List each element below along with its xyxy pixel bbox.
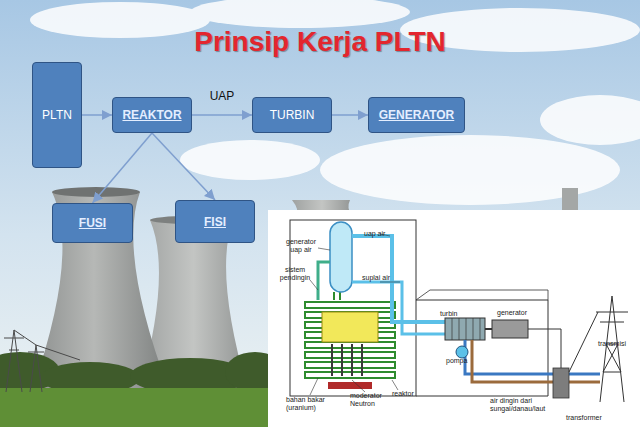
part-label: reaktor xyxy=(392,390,424,398)
box-label: PLTN xyxy=(42,108,72,122)
part-label: bahan bakar (uranium) xyxy=(286,396,330,412)
flow-arrow xyxy=(82,114,112,116)
process-box: FUSI xyxy=(52,203,133,243)
flow-arrow xyxy=(152,133,215,200)
flow-arrow xyxy=(93,133,153,203)
trees xyxy=(0,352,285,394)
part-label: transmisi xyxy=(598,340,638,348)
box-label: FUSI xyxy=(79,216,106,230)
part-label: pompa xyxy=(446,357,476,365)
part-label: suplai air xyxy=(362,274,400,282)
part-label: turbin xyxy=(440,310,470,318)
edge-label: UAP xyxy=(210,89,235,103)
box-label: REAKTOR xyxy=(122,108,181,122)
process-box: REAKTOR xyxy=(112,97,192,133)
process-box: FISI xyxy=(175,200,255,243)
process-box: PLTN xyxy=(32,62,82,168)
process-box: GENERATOR xyxy=(368,97,465,133)
part-label: air dingin dari sungai/danau/laut xyxy=(490,397,554,413)
part-label: moderator Neutron xyxy=(350,392,390,408)
part-label: uap air xyxy=(364,230,394,238)
page-title: Prinsip Kerja PLTN xyxy=(0,26,640,58)
process-box: TURBIN xyxy=(252,97,332,133)
pylons xyxy=(4,330,80,392)
plant-schematic xyxy=(268,210,640,427)
part-label: transformer xyxy=(566,414,614,422)
leader-lines xyxy=(310,234,400,395)
part-label: generator uap air xyxy=(282,238,320,254)
flow-arrow xyxy=(192,114,252,116)
part-label: generator xyxy=(497,309,539,317)
box-label: GENERATOR xyxy=(379,108,455,122)
box-label: TURBIN xyxy=(270,108,315,122)
box-label: FISI xyxy=(204,215,226,229)
part-label: sistem pendingin xyxy=(278,266,312,282)
flow-arrow xyxy=(332,114,368,116)
